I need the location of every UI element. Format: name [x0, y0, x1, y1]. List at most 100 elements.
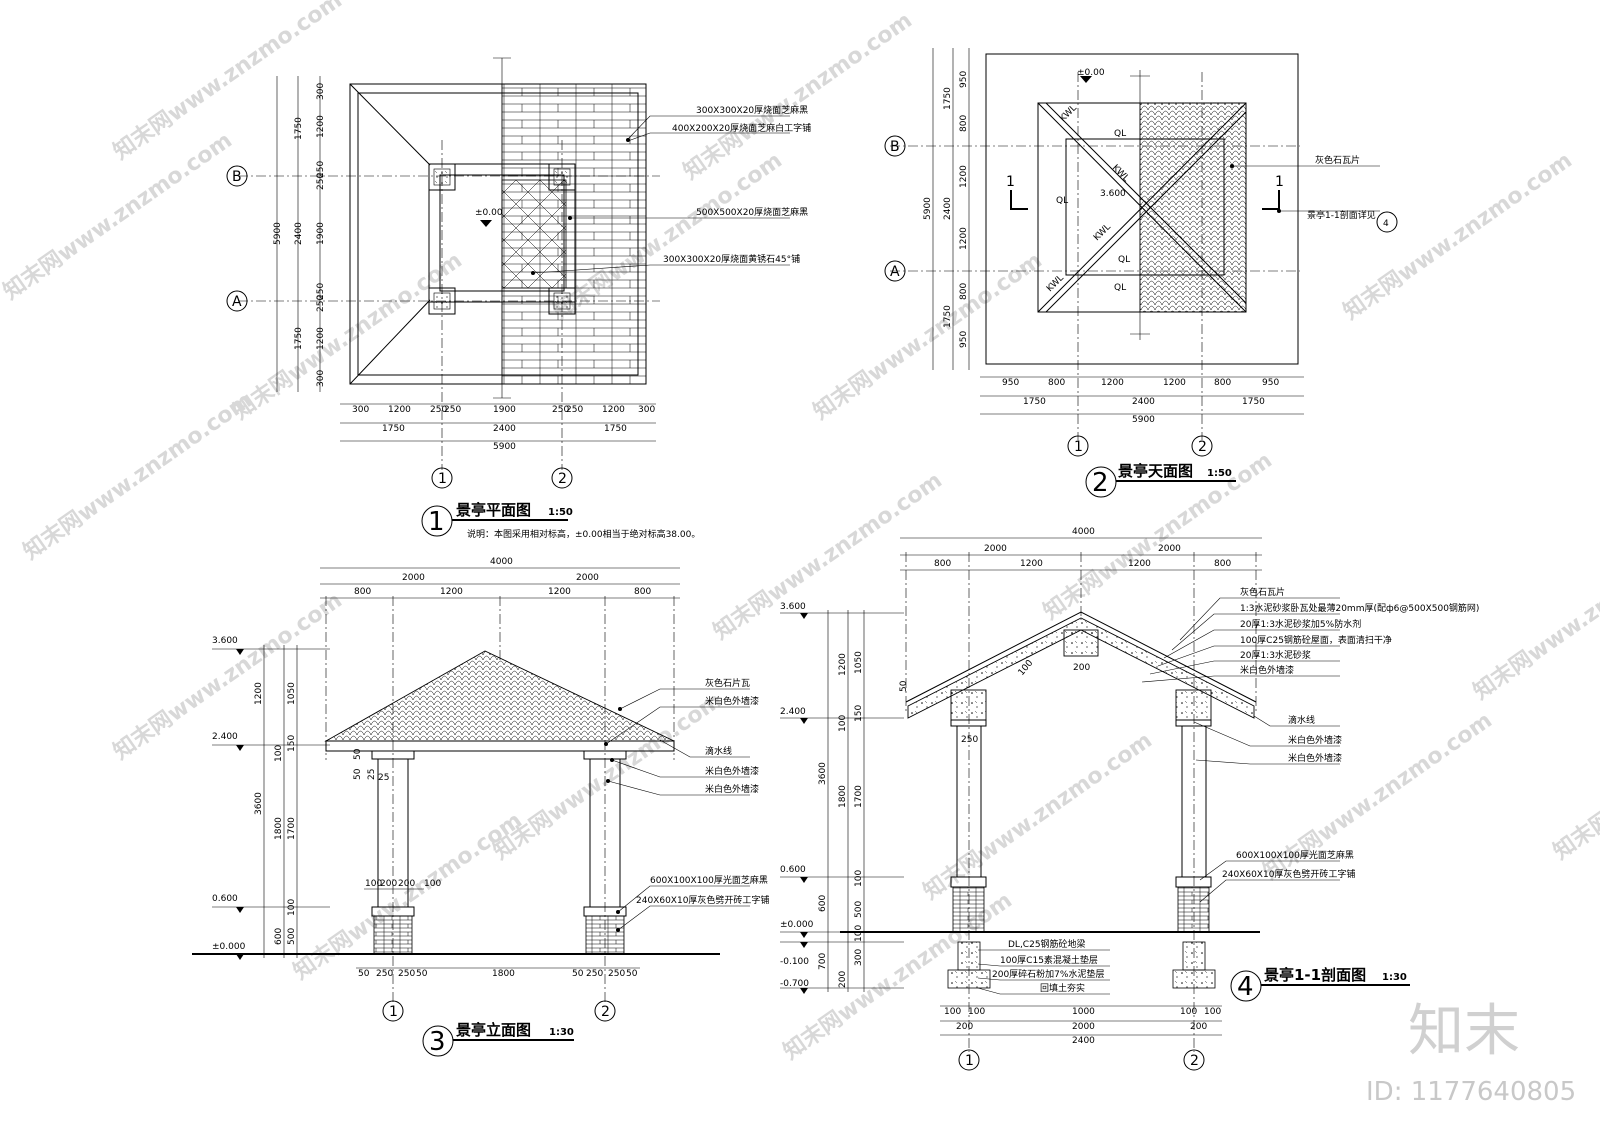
sec-axis-1: 1 — [965, 1053, 974, 1069]
sec-dim-l2-0: 1050 — [854, 651, 864, 674]
sec-dim-t3-1: 1200 — [1020, 559, 1043, 569]
plan-dim-l1-8: 300 — [316, 370, 326, 387]
sec-axis-2: 2 — [1190, 1053, 1199, 1069]
roof-dim-b1-1: 800 — [1048, 378, 1065, 388]
sec-dim-t1: 4000 — [1072, 527, 1095, 537]
elev-dim-s-2: 25 — [367, 769, 377, 780]
sec-level-0: 3.600 — [780, 602, 806, 612]
plan-scale: 1:50 — [548, 507, 573, 518]
sec-dim-l2-9: 200 — [838, 971, 848, 988]
roof-axis-2: 2 — [1198, 439, 1207, 455]
sec-dim-l2-7: 100 — [854, 925, 864, 942]
plan-dim-b1-8: 300 — [638, 405, 655, 415]
plan-axis-B: B — [232, 169, 242, 185]
plan-label-2: 400X200X20厚烧面芝麻白工字铺 — [672, 122, 811, 134]
watermark-text: 知末网www.znzmo.com — [679, 7, 917, 185]
roof-dim-l1-3: 1200 — [959, 227, 969, 250]
plan-dim-b2-2: 1750 — [604, 424, 627, 434]
sec-dim-misc-3: 250 — [961, 735, 978, 745]
roof-dim-b1-4: 800 — [1214, 378, 1231, 388]
roof-section-mark-left: 1 — [1006, 174, 1015, 190]
roof-label-tile: 灰色石瓦片 — [1315, 154, 1360, 166]
sec-level-3: ±0.000 — [780, 920, 814, 930]
elev-dim-m-1: 200 — [380, 879, 397, 889]
sec-title: 景亭1-1剖面图 — [1264, 966, 1366, 984]
elev-label-6: 240X60X10厚灰色劈开砖工字铺 — [636, 894, 769, 906]
elev-title: 景亭立面图 — [456, 1021, 531, 1039]
brand-id: ID: 1177640805 — [1366, 1077, 1576, 1107]
sec-dim-b2-1: 2000 — [1072, 1022, 1095, 1032]
elev-dim-t2-1: 2000 — [576, 573, 599, 583]
roof-view: ±0.00 3.600 KWL KWL KWL KWL QL QL QL QL … — [884, 48, 1398, 498]
plan-note: 说明：本图采用相对标高，±0.00相当于绝对标高38.00。 — [467, 528, 700, 540]
sec-dim-l1-0: 1200 — [838, 653, 848, 676]
plan-dim-b1-7: 1200 — [602, 405, 625, 415]
sec-dim-l2-5: 100 — [854, 870, 864, 887]
plan-view: ±0.00 300X300X20厚烧面芝麻黑 400X200X20厚烧面芝麻白工… — [226, 57, 811, 540]
plan-dim-l1-4: 1900 — [316, 222, 326, 245]
plan-title: 景亭平面图 — [456, 501, 531, 519]
section-view: 3.600 2.400 0.600 ±0.000 -0.100 -0.700 4… — [780, 527, 1479, 1071]
roof-dim-b2-2: 1750 — [1242, 397, 1265, 407]
sec-scale: 1:30 — [1382, 972, 1407, 983]
elev-dim-b-8: 50 — [626, 969, 638, 979]
sec-label-4: 20厚1:3水泥砂浆 — [1240, 649, 1311, 661]
sec-level-5: -0.700 — [780, 979, 809, 989]
sec-dim-b2-0: 200 — [956, 1022, 973, 1032]
plan-axis-A: A — [232, 294, 242, 310]
elev-dim-t3-3: 800 — [634, 587, 651, 597]
plan-dim-b1-4: 1900 — [493, 405, 516, 415]
sec-label-5: 米白色外墙漆 — [1240, 664, 1294, 676]
elev-dim-l1-0: 1200 — [254, 682, 264, 705]
sec-dim-t3-3: 800 — [1214, 559, 1231, 569]
sec-found-3: 回填土夯实 — [1040, 982, 1085, 994]
sec-level-1: 2.400 — [780, 707, 806, 717]
elev-dim-s-0: 50 — [353, 748, 363, 760]
sec-label-3: 100厚C25钢筋砼屋面，表面清扫干净 — [1240, 634, 1392, 646]
sec-label-10: 240X60X10厚灰色劈开砖工字铺 — [1222, 868, 1355, 880]
roof-axis-A: A — [890, 264, 900, 280]
elevation-view: 3.600 2.400 0.600 ±0.000 4000 2000 2000 … — [192, 557, 769, 1057]
roof-label-ref: 景亭1-1剖面详见 — [1307, 209, 1376, 221]
watermark-text: 知末网www.znzmo.com — [19, 387, 257, 565]
plan-dim-l1-2: 250 — [316, 161, 326, 178]
sec-label-6: 滴水线 — [1288, 714, 1315, 726]
plan-dim-b1-0: 300 — [352, 405, 369, 415]
elev-dim-s-1: 50 — [353, 768, 363, 780]
roof-axis-B: B — [890, 139, 900, 155]
elev-dim-t3-1: 1200 — [440, 587, 463, 597]
roof-dim-l3: 5900 — [923, 197, 933, 220]
sec-dim-l1-2: 600 — [818, 895, 828, 912]
sec-label-0: 灰色石瓦片 — [1240, 586, 1285, 598]
elev-dim-m-0: 100 — [365, 879, 382, 889]
sec-dim-t2-1: 2000 — [1158, 544, 1181, 554]
sec-dim-b1-4: 100 — [1204, 1007, 1221, 1017]
roof-dim-b2-0: 1750 — [1023, 397, 1046, 407]
sec-dim-l2-4: 1700 — [854, 785, 864, 808]
elev-dim-m-3: 100 — [424, 879, 441, 889]
elev-dim-l2-2: 100 — [274, 745, 284, 762]
elev-dim-t3-0: 800 — [354, 587, 371, 597]
elev-level-2: 0.600 — [212, 894, 238, 904]
elev-level-3: ±0.000 — [212, 942, 246, 952]
plan-dim-b1-6: 250 — [566, 405, 583, 415]
roof-tag-ql-4: QL — [1114, 283, 1126, 293]
sec-found-0: DL,C25钢筋砼地梁 — [1008, 938, 1086, 950]
elev-label-3: 米白色外墙漆 — [705, 765, 759, 777]
plan-dim-l1-3: 250 — [316, 173, 326, 190]
elev-dim-l1-1: 3600 — [254, 792, 264, 815]
roof-title-num: 2 — [1092, 468, 1109, 498]
plan-label-1: 300X300X20厚烧面芝麻黑 — [696, 104, 808, 116]
sec-level-4: -0.100 — [780, 957, 809, 967]
roof-tag-kwl-2: KWL — [1110, 163, 1131, 184]
sec-dim-t3-0: 800 — [934, 559, 951, 569]
sec-title-num: 4 — [1237, 972, 1254, 1002]
sec-dim-b1-1: 100 — [968, 1007, 985, 1017]
roof-dim-l2-1: 2400 — [943, 197, 953, 220]
roof-tag-kwl-1: KWL — [1058, 103, 1079, 124]
roof-dim-b1-5: 950 — [1262, 378, 1279, 388]
elev-label-1: 米白色外墙漆 — [705, 695, 759, 707]
plan-dim-l1-7: 1200 — [316, 327, 326, 350]
elev-dim-t3-2: 1200 — [548, 587, 571, 597]
